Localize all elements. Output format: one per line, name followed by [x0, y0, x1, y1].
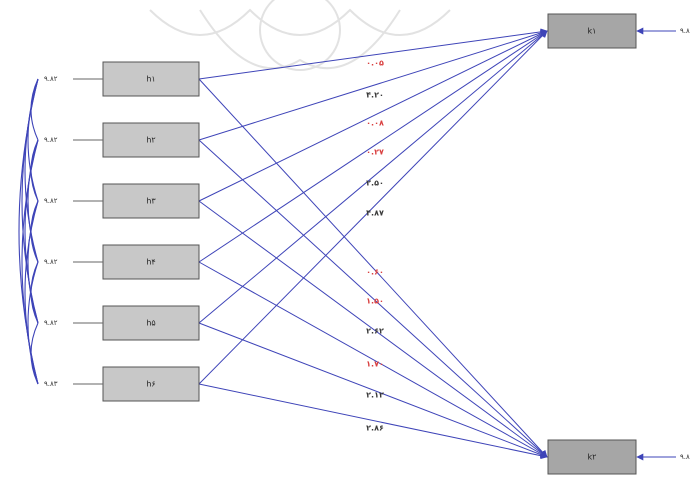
predictor-node: h۴ ۹.۸۲	[44, 244, 200, 280]
covariance-arc	[30, 200, 39, 263]
path-arrow	[198, 139, 548, 458]
error-variance-label: ۹.۸۲	[44, 319, 58, 327]
predictor-label: h۵	[146, 319, 155, 328]
covariance-arc	[30, 78, 39, 141]
outcome-box	[547, 439, 637, 475]
path-coefficients: ۰.۰۵ ۴.۲۰ ۰.۰۸ ۰.۲۷ ۲.۵۰ ۴.۸۷ ۰.۶۰ ۱.۵۰ ۲.۶۲ ۱.۷۰…	[366, 59, 384, 433]
path-coefficient-label: ۱.۵۰	[366, 297, 384, 306]
predictor-label: h۴	[146, 258, 155, 267]
predictor-box	[102, 122, 200, 158]
predictor-node: h۲ ۹.۸۲	[44, 122, 200, 158]
covariance-arc	[30, 322, 39, 385]
predictor-label: h۶	[146, 380, 155, 389]
path-coefficient-label: ۲.۱۲	[366, 391, 384, 400]
path-arrow	[198, 30, 548, 324]
path-coefficient-label: ۴.۲۰	[366, 91, 384, 100]
watermark-emblem	[149, 0, 451, 71]
path-coefficient-label: ۱.۷۰	[366, 360, 384, 369]
predictor-label: h۲	[146, 136, 155, 145]
predictor-box	[102, 183, 200, 219]
predictor-label: h۳	[146, 197, 156, 206]
path-arrow	[198, 30, 548, 385]
covariance-arcs	[18, 78, 39, 385]
path-coefficient-label: ۲.۵۰	[366, 179, 384, 188]
path-arrow	[198, 78, 548, 458]
covariance-arc	[27, 261, 39, 385]
path-arrow	[198, 261, 548, 458]
predictor-box	[102, 366, 200, 402]
path-arrow	[198, 200, 548, 458]
error-variance-label: ۹.۸۲	[44, 75, 58, 83]
path-coefficient-label: ۰.۲۷	[366, 148, 384, 157]
variable-nodes: h۱ ۹.۸۲ h۲ ۹.۸۲ h۳ ۹.۸۲ h۴ ۹.۸۲ h۵ ۹.۸۲ h۶ ۹.۸۳ k۱ ۹.…	[44, 13, 690, 475]
path-coefficient-label: ۴.۸۷	[366, 209, 384, 218]
path-arrow	[198, 30, 548, 202]
error-variance-label: ۹.۸۳	[44, 380, 58, 388]
covariance-arc	[30, 139, 39, 202]
path-coefficient-label: ۰.۰۸	[366, 119, 384, 128]
predictor-box	[102, 61, 200, 97]
path-arrows	[198, 28, 548, 460]
path-coefficient-label: ۲.۶۲	[366, 327, 384, 336]
outcome-label: k۱	[588, 27, 597, 36]
predictor-node: h۶ ۹.۸۳	[44, 366, 200, 402]
path-arrow	[198, 30, 548, 263]
predictor-node: h۱ ۹.۸۲	[44, 61, 200, 97]
outcome-node: k۲ ۹.۸	[547, 439, 690, 475]
error-variance-label: ۹.۸۲	[44, 258, 58, 266]
error-variance-label: ۹.۸۲	[44, 197, 58, 205]
outcome-label: k۲	[588, 453, 597, 462]
path-coefficient-label: ۰.۰۵	[366, 59, 384, 68]
path-coefficient-label: ۲.۸۶	[366, 424, 384, 433]
outcome-error-label: ۹.۸	[680, 453, 690, 461]
outcome-box	[547, 13, 637, 49]
predictor-label: h۱	[146, 75, 155, 84]
error-variance-label: ۹.۸۲	[44, 136, 58, 144]
outcome-error-label: ۹.۸	[680, 27, 690, 35]
path-arrow	[198, 383, 548, 460]
predictor-node: h۵ ۹.۸۲	[44, 305, 200, 341]
outcome-node: k۱ ۹.۸	[547, 13, 690, 49]
path-arrow	[198, 322, 548, 459]
covariance-arc	[30, 261, 39, 324]
path-coefficient-label: ۰.۶۰	[366, 268, 384, 277]
path-arrow	[198, 29, 548, 141]
predictor-node: h۳ ۹.۸۲	[44, 183, 200, 219]
path-arrow	[198, 28, 548, 80]
